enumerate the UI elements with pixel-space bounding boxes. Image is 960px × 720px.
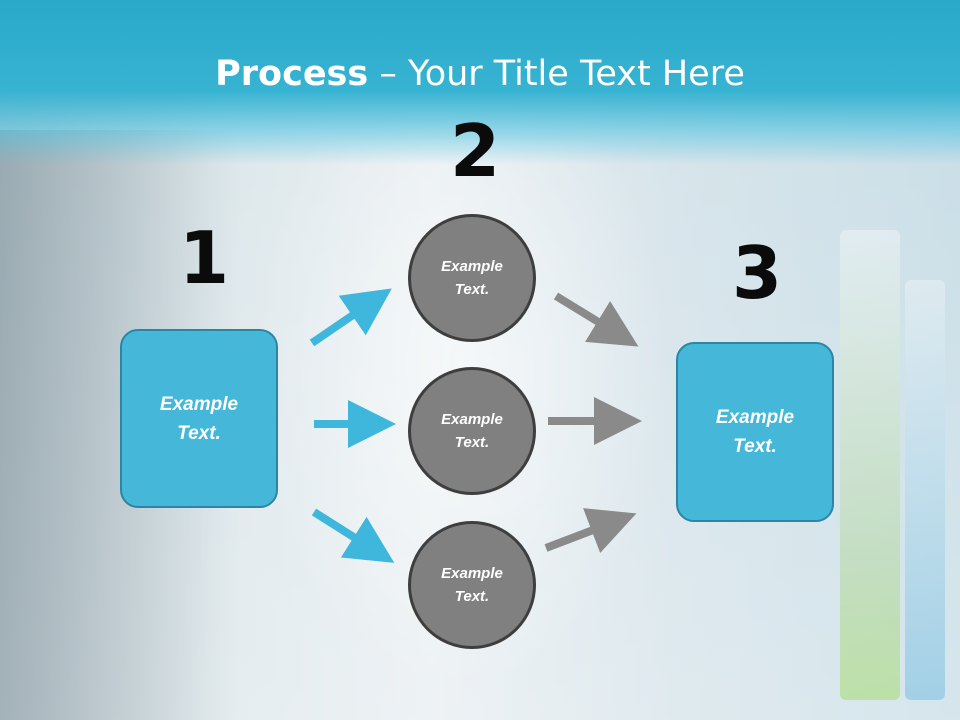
title-banner — [0, 0, 960, 165]
title-bold: Process — [215, 54, 369, 94]
slide-title[interactable]: Process – Your Title Text Here — [0, 52, 960, 96]
step-2-circle-bottom-text: Example Text. — [441, 565, 503, 605]
step-2-circle-top-text: Example Text. — [441, 258, 503, 298]
arrow-bottom-to-3 — [544, 508, 637, 553]
step-3-text: Example Text. — [715, 407, 795, 457]
step-2-circle-bottom[interactable]: Example Text. — [408, 521, 536, 649]
step-1-box[interactable]: Example Text. — [120, 329, 278, 508]
step-2-circle-middle[interactable]: Example Text. — [408, 367, 536, 495]
background-beaker — [905, 280, 945, 700]
step-number-2: 2 — [450, 109, 501, 193]
arrow-1-to-top — [309, 288, 392, 347]
step-1-text: Example Text. — [159, 393, 239, 444]
step-number-1: 1 — [179, 216, 230, 300]
step-3-box[interactable]: Example Text. — [676, 342, 834, 522]
arrow-top-to-3 — [553, 292, 639, 347]
background-graduated-cylinder — [840, 230, 900, 700]
step-2-circle-top[interactable]: Example Text. — [408, 214, 536, 342]
arrow-1-to-bottom — [311, 508, 395, 563]
step-2-circle-middle-text: Example Text. — [441, 411, 503, 451]
step-number-3: 3 — [732, 231, 783, 315]
title-rest: – Your Title Text Here — [368, 54, 745, 94]
